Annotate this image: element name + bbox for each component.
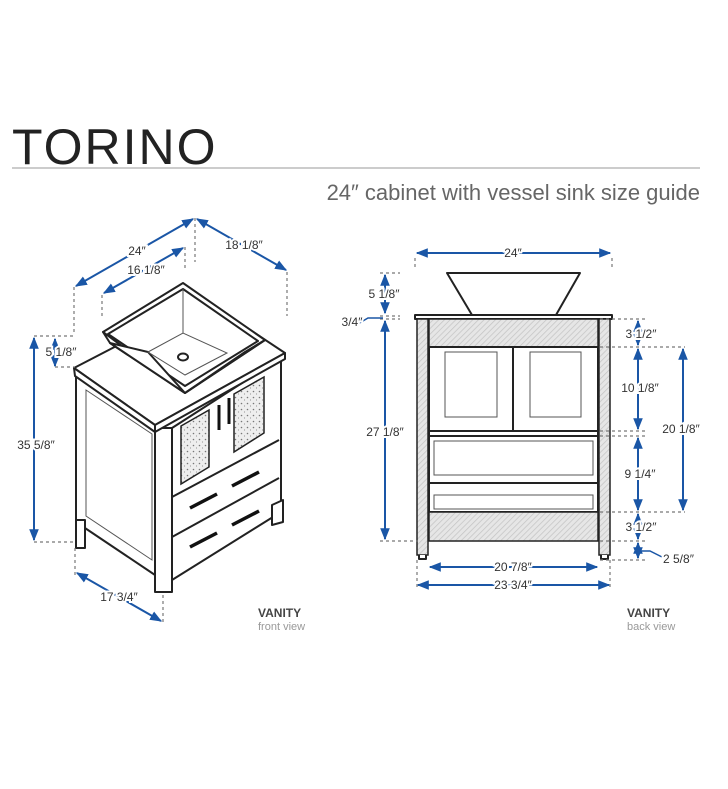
back-view-caption-sub: back view [627, 621, 675, 633]
page-subtitle: 24″ cabinet with vessel sink size guide [327, 180, 700, 205]
dim-back-counter-thickness: 3/4″ [342, 315, 364, 329]
front-view-caption-title: VANITY [258, 606, 301, 620]
dim-back-outer-width: 23 3/4″ [494, 578, 532, 592]
dim-back-inner-width: 20 7/8″ [494, 560, 532, 574]
front-view-dimensions: 24″ 18 1/8″ 16 1/8″ 5 1/8″ 35 5/8″ 17 3/… [15, 218, 288, 624]
dim-back-sink-height: 5 1/8″ [369, 287, 401, 301]
dim-back-door-height: 10 1/8″ [621, 381, 659, 395]
page-title: TORINO [12, 119, 218, 175]
dim-back-inner-height: 20 1/8″ [662, 422, 700, 436]
dim-front-depth-top: 18 1/8″ [225, 238, 263, 252]
dim-back-cabinet-height: 27 1/8″ [366, 425, 404, 439]
dim-back-bottom-band: 3 1/2″ [626, 520, 658, 534]
front-view-drawing [73, 282, 286, 593]
dim-front-width: 24″ [128, 244, 146, 258]
back-view-dimensions: 24″ 5 1/8″ 3/4″ 27 1/8″ 3 1/2″ 10 1/8″ 9… [340, 244, 703, 594]
back-view-drawing [414, 272, 613, 560]
dim-back-top-band: 3 1/2″ [626, 327, 658, 341]
dim-front-sink-height: 5 1/8″ [46, 345, 78, 359]
dim-back-drawer-height: 9 1/4″ [625, 467, 657, 481]
back-view-caption-title: VANITY [627, 606, 670, 620]
front-view-caption-sub: front view [258, 621, 305, 633]
dim-back-leg-height: 2 5/8″ [663, 552, 695, 566]
dim-front-depth-bottom: 17 3/4″ [100, 590, 138, 604]
dim-front-total-height: 35 5/8″ [17, 438, 55, 452]
dim-front-sink-width: 16 1/8″ [127, 263, 165, 277]
dim-back-width: 24″ [504, 246, 522, 260]
